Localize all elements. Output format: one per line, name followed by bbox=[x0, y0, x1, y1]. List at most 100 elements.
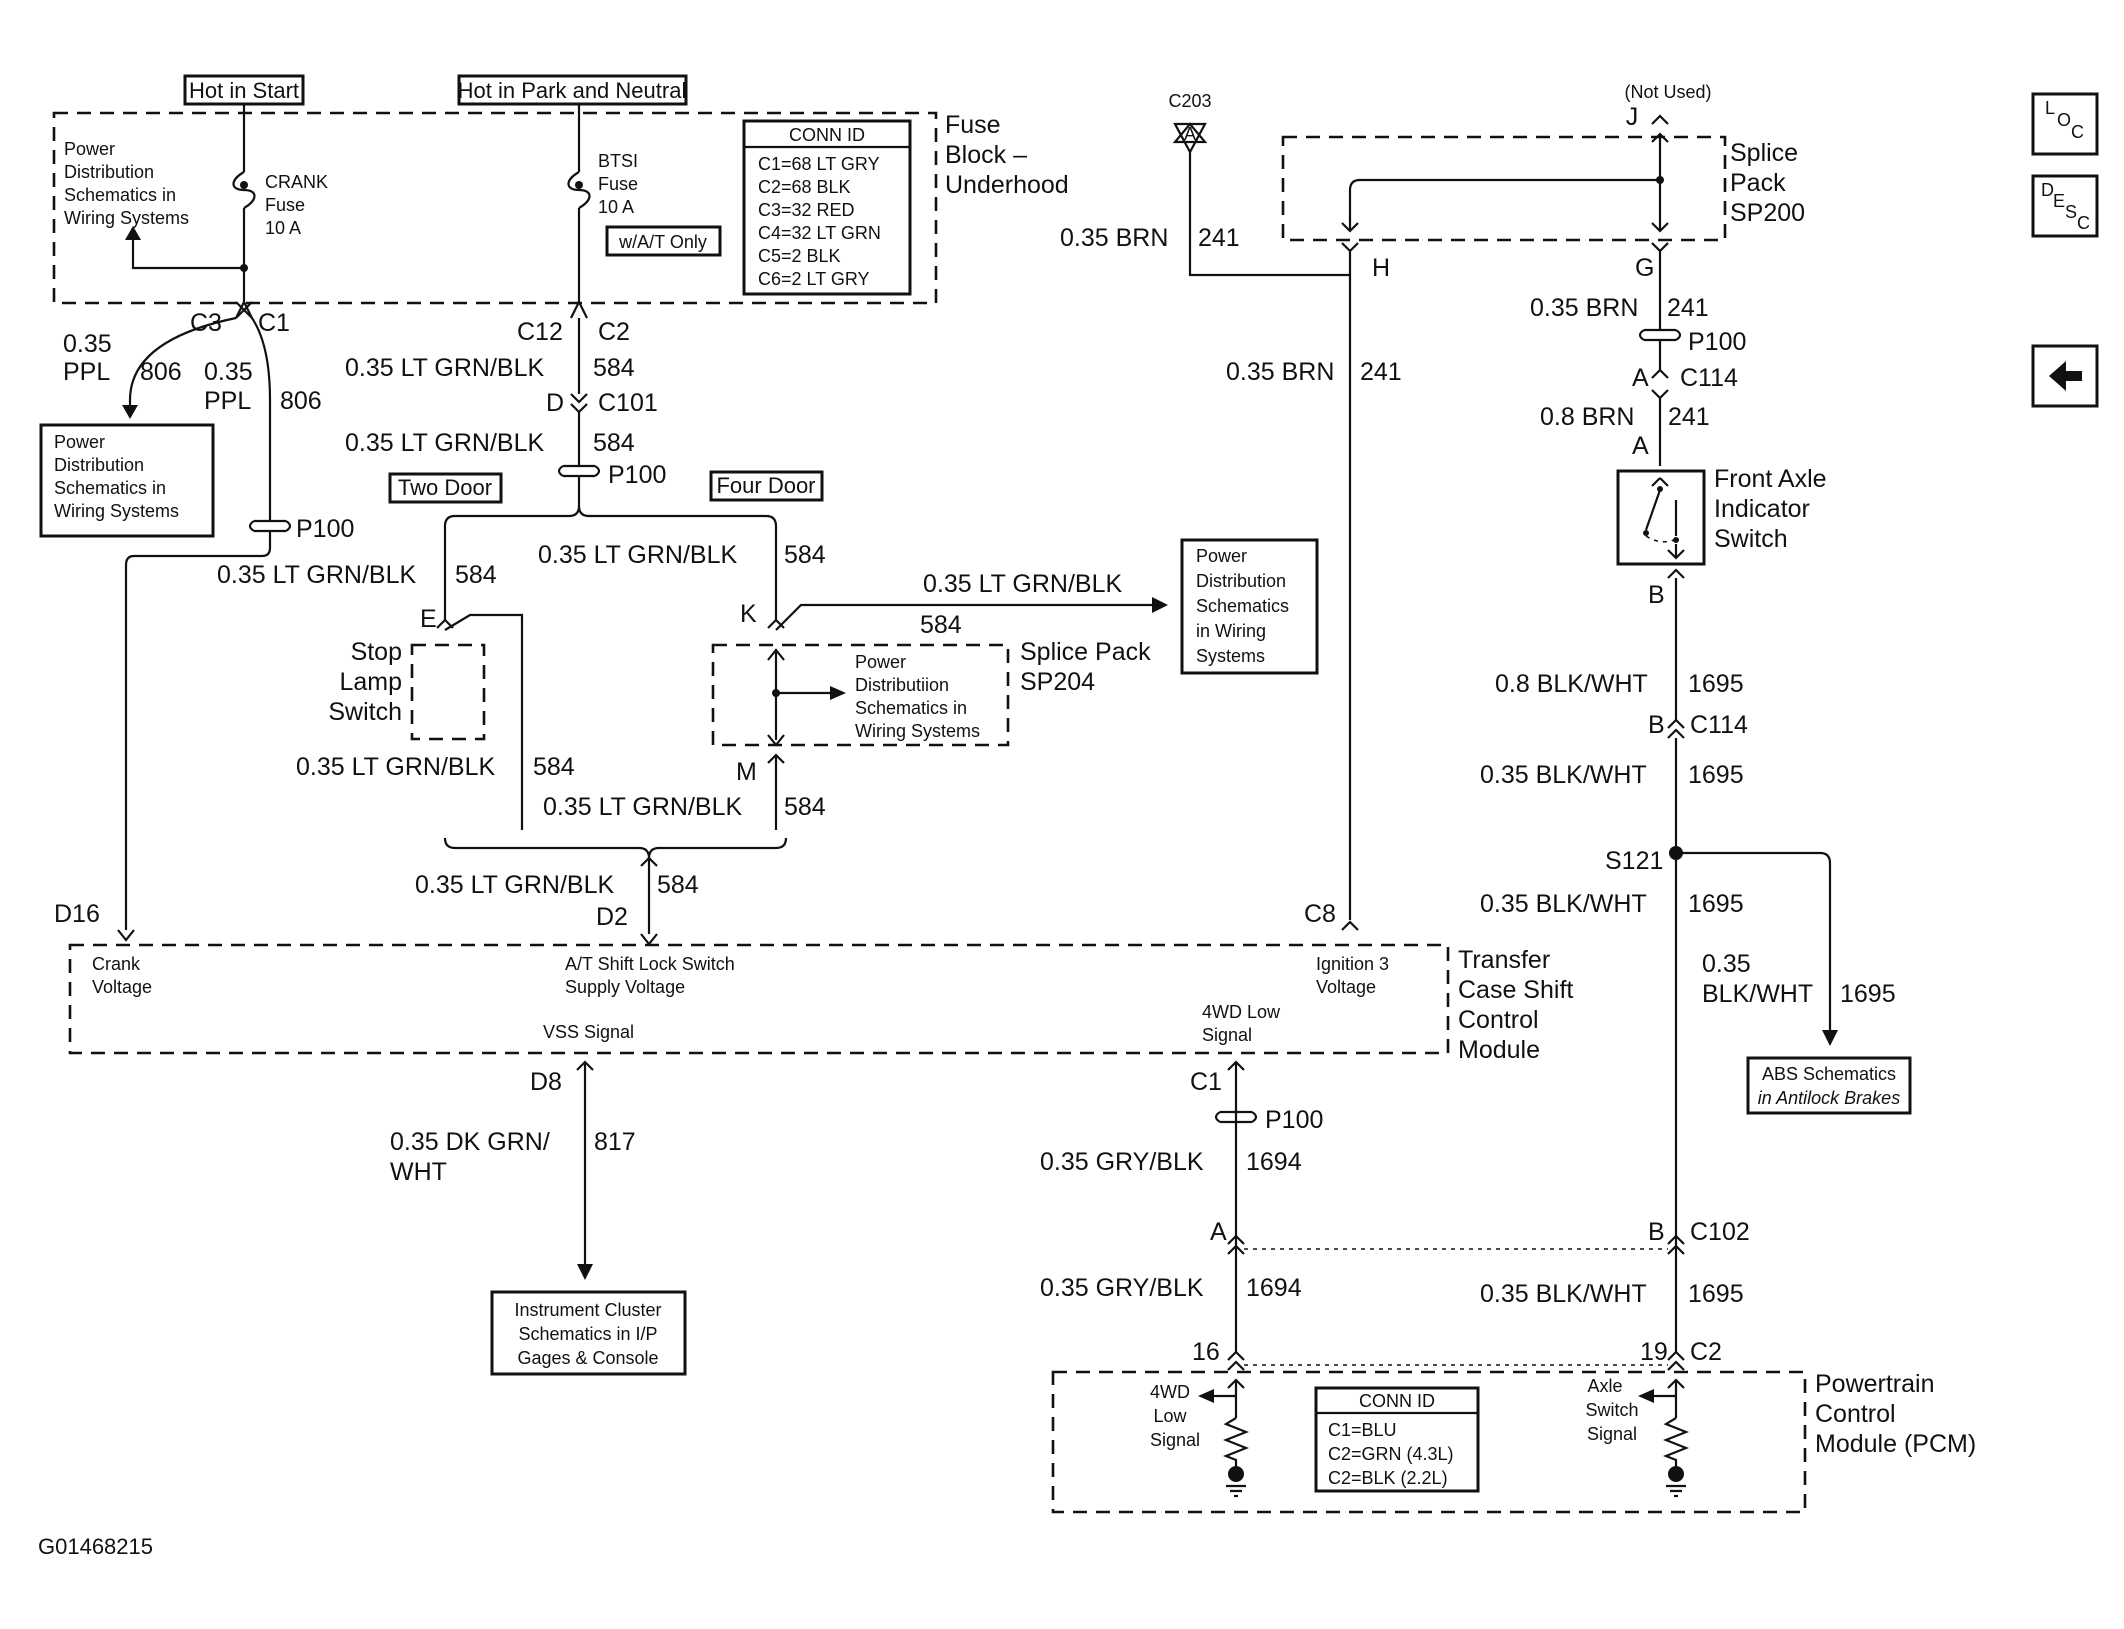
sp200-label: Splice bbox=[1730, 139, 1798, 167]
loc-icon: L bbox=[2045, 98, 2055, 118]
btsi-fuse-label: 10 A bbox=[598, 197, 634, 217]
center-pd-line: Systems bbox=[1196, 646, 1265, 666]
wire-1694-a: 0.35 GRY/BLK bbox=[1040, 1148, 1204, 1176]
pin-g: G bbox=[1635, 254, 1654, 282]
wire-1694-b: 0.35 GRY/BLK bbox=[1040, 1274, 1204, 1302]
connector-c1: C1 bbox=[258, 309, 290, 337]
pin-16: 16 bbox=[1192, 1338, 1220, 1366]
connector-c2-pcm: C2 bbox=[1690, 1338, 1722, 1366]
abs-schematics-box bbox=[1746, 1056, 1912, 1115]
wire-1695-c: 0.35 BLK/WHT bbox=[1480, 890, 1647, 918]
crank-branch-node bbox=[240, 264, 248, 272]
wire-817-circuit: 817 bbox=[594, 1128, 636, 1156]
center-pd-line: Distribution bbox=[1196, 571, 1286, 591]
fuse-conn-id-row: C5=2 BLK bbox=[758, 246, 841, 266]
front-axle-indicator-switch[interactable] bbox=[1616, 469, 1706, 566]
fuse-block-title: Fuse bbox=[945, 111, 1001, 139]
sp204-inner-line: Distributiion bbox=[855, 675, 949, 695]
wire-1695-b: 0.35 BLK/WHT bbox=[1480, 761, 1647, 789]
fuse-conn-id-row: C2=68 BLK bbox=[758, 177, 851, 197]
pcm-title: Module (PCM) bbox=[1815, 1430, 1976, 1458]
wire-584-d-circuit: 584 bbox=[784, 541, 826, 569]
left-pd-line: Wiring Systems bbox=[54, 501, 179, 521]
center-pd-line: Schematics bbox=[1196, 596, 1289, 616]
crank-fuse-label: CRANK bbox=[265, 172, 328, 192]
pd-note: Schematics in bbox=[64, 185, 176, 205]
desc-button[interactable] bbox=[2031, 174, 2099, 238]
wire-806a-color: PPL bbox=[63, 358, 110, 386]
center-pd-line: in Wiring bbox=[1196, 621, 1266, 641]
wire-584-g-circuit: 584 bbox=[784, 793, 826, 821]
powertrain-control-module bbox=[1051, 1370, 1807, 1514]
splice-pack-sp200 bbox=[1281, 135, 1727, 242]
pin-a1: A bbox=[1632, 364, 1649, 392]
c203-pin-a: A bbox=[1184, 124, 1196, 144]
fuse-conn-id-row: C1=68 LT GRY bbox=[758, 154, 880, 174]
four-door-box bbox=[709, 470, 824, 502]
pcm-title: Control bbox=[1815, 1400, 1896, 1428]
hot-in-park-box bbox=[457, 74, 688, 106]
crank-voltage-wire bbox=[124, 531, 272, 930]
left-pd-box bbox=[39, 423, 215, 538]
instrument-cluster-line: Schematics in I/P bbox=[518, 1324, 657, 1344]
desc-icon: D bbox=[2041, 180, 2054, 200]
pcm-conn-id-row: C1=BLU bbox=[1328, 1420, 1397, 1440]
wire-241-c: 0.35 BRN bbox=[1226, 358, 1334, 386]
wire-806a-gauge: 0.35 bbox=[63, 330, 112, 358]
instrument-cluster-line: Gages & Console bbox=[517, 1348, 658, 1368]
four-door-label: Four Door bbox=[716, 473, 815, 498]
abs-box-text: ABS Schematics bbox=[1762, 1064, 1896, 1084]
back-arrow-icon bbox=[2049, 361, 2082, 391]
wire-241-c-circuit: 241 bbox=[1360, 358, 1402, 386]
pcm-4wd-low-label: 4WD bbox=[1150, 1382, 1190, 1402]
pin-c1: C1 bbox=[1190, 1068, 1222, 1096]
sp204-inner-line: Schematics in bbox=[855, 698, 967, 718]
tccm-ign3: Ignition 3 bbox=[1316, 954, 1389, 974]
tccm-title: Module bbox=[1458, 1036, 1540, 1064]
wire-1695-d: 0.35 bbox=[1702, 950, 1751, 978]
loc-button[interactable] bbox=[2031, 92, 2099, 156]
connector-c114: C114 bbox=[1680, 364, 1738, 392]
tccm-4wd-low: Signal bbox=[1202, 1025, 1252, 1045]
sp204-inner-line: Wiring Systems bbox=[855, 721, 980, 741]
pd-note: Distribution bbox=[64, 162, 154, 182]
wire-241-b: 0.35 BRN bbox=[1530, 294, 1638, 322]
fuse-conn-id-row: C6=2 LT GRY bbox=[758, 269, 870, 289]
left-p100: P100 bbox=[296, 515, 354, 543]
left-pd-line: Schematics in bbox=[54, 478, 166, 498]
connector-c114b: C114 bbox=[1690, 711, 1748, 739]
wire-806-right bbox=[251, 317, 272, 520]
two-door-box bbox=[388, 472, 503, 504]
pin-b3: B bbox=[1648, 1218, 1665, 1246]
wire-1695-a: 0.8 BLK/WHT bbox=[1495, 670, 1648, 698]
tccm-title: Transfer bbox=[1458, 946, 1550, 974]
desc-icon: C bbox=[2077, 213, 2090, 233]
pin-d16: D16 bbox=[54, 900, 100, 928]
wire-817-color: 0.35 DK GRN/ bbox=[390, 1128, 550, 1156]
fuse-block-title: Block – bbox=[945, 141, 1027, 169]
pin-b2: B bbox=[1648, 711, 1665, 739]
pin-19: 19 bbox=[1640, 1338, 1668, 1366]
front-axle-label: Switch bbox=[1714, 525, 1788, 553]
crank-fuse-node bbox=[240, 181, 248, 189]
wire-584-h-circuit: 584 bbox=[657, 871, 699, 899]
front-axle-label: Indicator bbox=[1714, 495, 1810, 523]
pcm-conn-id-row: C2=GRN (4.3L) bbox=[1328, 1444, 1454, 1464]
loc-icon: O bbox=[2057, 110, 2071, 130]
connector-c102: C102 bbox=[1690, 1218, 1750, 1246]
left-pd-line: Power bbox=[54, 432, 105, 452]
tccm-4wd-low: 4WD Low bbox=[1202, 1002, 1281, 1022]
btsi-fuse-node bbox=[575, 181, 583, 189]
stop-lamp-switch bbox=[410, 643, 486, 741]
pin-a-lo4: A bbox=[1210, 1218, 1227, 1246]
at-only-box bbox=[605, 225, 722, 257]
tccm-vss: VSS Signal bbox=[543, 1022, 634, 1042]
wire-1695-c-circuit: 1695 bbox=[1688, 890, 1744, 918]
tccm-title: Case Shift bbox=[1458, 976, 1573, 1004]
fuse-block-title: Underhood bbox=[945, 171, 1069, 199]
splice-pack-sp204 bbox=[711, 643, 1010, 747]
wire-584-c: 0.35 LT GRN/BLK bbox=[217, 561, 416, 589]
wire-584-a-circuit: 584 bbox=[593, 354, 635, 382]
